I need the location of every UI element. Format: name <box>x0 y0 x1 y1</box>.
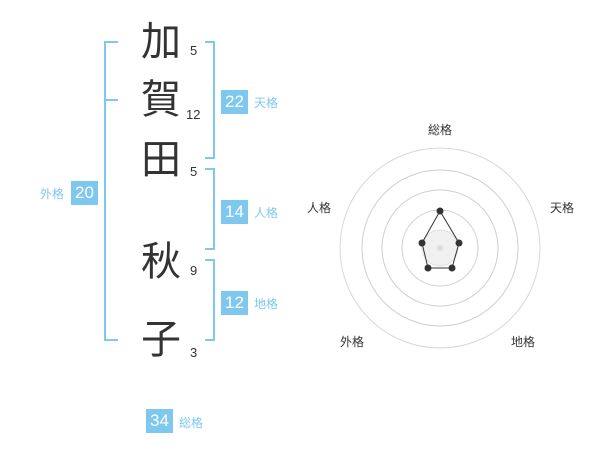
stroke-count-4: 9 <box>190 263 198 278</box>
radar-ring-2 <box>381 189 499 307</box>
radar-ring-3 <box>361 169 519 327</box>
radar-label-bottom-left: 外格 <box>340 334 364 349</box>
gaikaku-label: 外格 <box>40 187 65 201</box>
radar-label-right: 天格 <box>550 200 574 215</box>
name-char-1: 加 <box>141 19 181 65</box>
radar-point-top <box>436 207 444 215</box>
stroke-count-3: 5 <box>190 164 198 179</box>
radar-ring-outer <box>339 147 541 349</box>
radar-label-left: 人格 <box>307 200 331 215</box>
jinkaku-bracket <box>205 168 215 250</box>
name-char-4: 秋 <box>141 239 181 285</box>
name-char-5: 子 <box>141 317 181 363</box>
gaikaku-bracket <box>104 41 118 341</box>
tenkaku-bracket <box>205 41 215 159</box>
tenkaku-label: 天格 <box>254 96 279 110</box>
radar-label-bottom-right: 地格 <box>511 334 535 349</box>
name-char-2: 賀 <box>141 77 181 123</box>
chikaku-value-badge: 12 <box>221 291 248 315</box>
radar-point-left <box>418 239 426 247</box>
radar-point-bottom-right <box>448 264 456 272</box>
gaikaku-inner-tick <box>104 99 118 101</box>
fortune-radar-chart: 総格 天格 地格 外格 人格 <box>307 122 574 349</box>
radar-point-bottom-left <box>424 264 432 272</box>
tenkaku-value-badge: 22 <box>221 90 248 114</box>
radar-point-right <box>455 239 463 247</box>
stroke-count-2: 12 <box>186 107 201 122</box>
soukaku-label: 総格 <box>179 416 204 430</box>
radar-label-top: 総格 <box>428 122 452 137</box>
radar-center-dot <box>437 245 443 251</box>
gaikaku-value-badge: 20 <box>71 181 98 205</box>
stroke-count-5: 3 <box>190 345 198 360</box>
chikaku-label: 地格 <box>254 297 279 311</box>
name-char-3: 田 <box>141 137 181 183</box>
stroke-count-1: 5 <box>190 43 198 58</box>
jinkaku-label: 人格 <box>254 206 279 220</box>
soukaku-value-badge: 34 <box>146 409 173 433</box>
chikaku-bracket <box>205 259 215 341</box>
radar-polygon <box>421 210 460 269</box>
jinkaku-value-badge: 14 <box>221 200 248 224</box>
